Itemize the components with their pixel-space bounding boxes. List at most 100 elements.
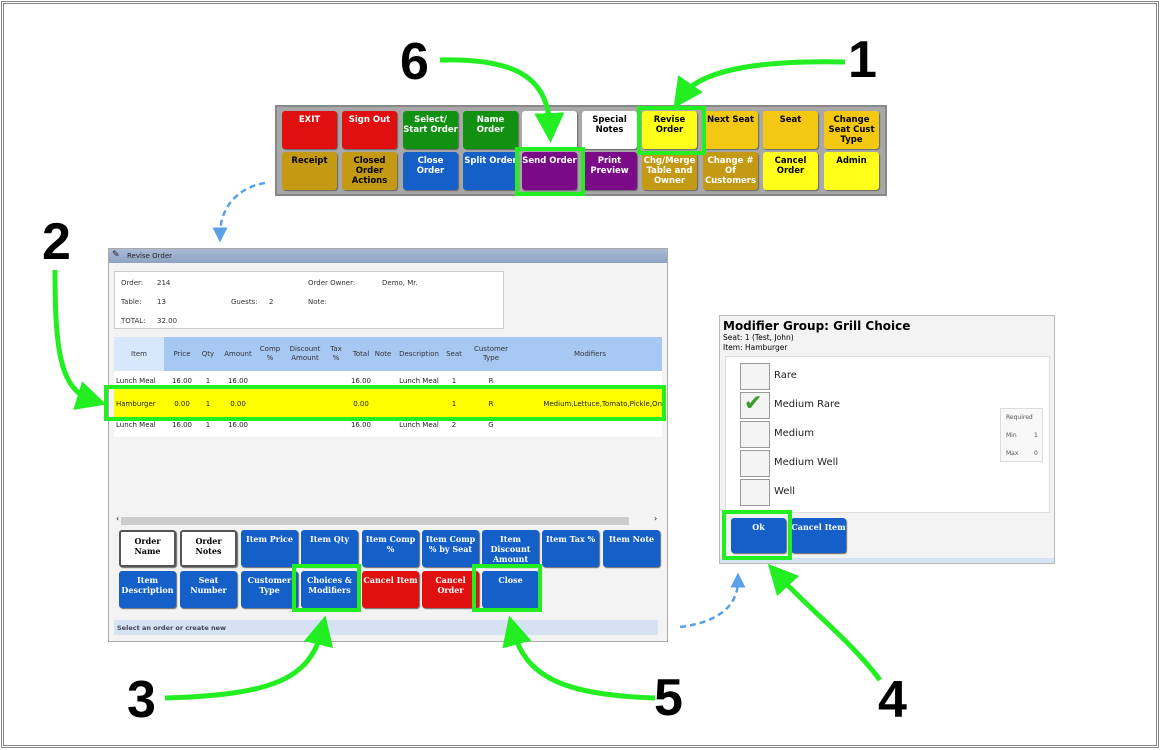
cell-price: 16.00 [171, 377, 193, 385]
toolbar-button-seat[interactable]: Seat [763, 111, 818, 149]
modifier-dialog: Modifier Group: Grill Choice Seat: 1 (Te… [719, 315, 1055, 564]
column-header-total[interactable]: Total [352, 350, 370, 358]
option-label: Well [774, 486, 796, 497]
toolbar-button-admin[interactable]: Admin [824, 152, 879, 190]
checkmark-icon: ✔ [744, 391, 763, 416]
toolbar-button-chg-merge-table-and-owner[interactable]: Chg/Merge Table and Owner [642, 152, 697, 190]
item-tax-button[interactable]: Item Tax % [542, 530, 599, 567]
toolbar-button-receipt[interactable]: Receipt [282, 152, 337, 190]
modifier-seat: Seat: 1 (Test, John) [723, 333, 794, 342]
highlight-close [472, 564, 542, 612]
highlight-choices-modifiers [292, 564, 361, 612]
toolbar-button-send-order[interactable]: Send Order [522, 152, 577, 190]
toolbar-button-select-start-order[interactable]: Select/ Start Order [403, 111, 458, 149]
item-note-button[interactable]: Item Note [603, 530, 660, 567]
column-header-description[interactable]: Description [399, 350, 439, 358]
cell-customer-type: R [488, 400, 494, 408]
total-value: 32.00 [157, 317, 178, 325]
column-header-amount[interactable]: Amount [224, 350, 252, 358]
toolbar-button-change-of-customers[interactable]: Change # Of Customers [703, 152, 758, 190]
min-label: Min [1006, 432, 1017, 439]
callout-6: 6 [400, 33, 429, 91]
max-value: 0 [1034, 450, 1038, 457]
toolbar-button-split-order[interactable]: Split Order [463, 152, 518, 190]
column-header-seat[interactable]: Seat [446, 350, 462, 358]
option-checkbox-medium-rare[interactable]: ✔ [740, 391, 770, 419]
item-description-button[interactable]: Item Description [119, 571, 176, 608]
min-value: 1 [1034, 432, 1038, 439]
order-name-button[interactable]: Order Name [119, 530, 176, 567]
choices-modifiers-button[interactable]: Choices & Modifiers [301, 571, 358, 608]
option-checkbox-medium-well[interactable] [740, 450, 770, 477]
column-header-comp[interactable]: Comp % [259, 345, 281, 362]
toolbar-button-next-seat[interactable]: Next Seat [703, 111, 758, 149]
option-checkbox-well[interactable] [740, 479, 770, 506]
customer-type-button[interactable]: Customer Type [241, 571, 298, 608]
toolbar-button-close-order[interactable]: Close Order [403, 152, 458, 190]
cell-qty: 1 [205, 377, 211, 385]
option-label: Medium [774, 428, 814, 439]
toolbar-button-name-order[interactable]: Name Order [463, 111, 518, 149]
scroll-right-icon[interactable]: › [654, 514, 658, 523]
horizontal-scrollbar[interactable] [121, 517, 629, 525]
item-price-button[interactable]: Item Price [241, 530, 298, 567]
toolbar-button-print-preview[interactable]: Print Preview [582, 152, 637, 190]
toolbar-button-sign-out[interactable]: Sign Out [342, 111, 397, 149]
item-qty-button[interactable]: Item Qty [301, 530, 358, 567]
total-label: TOTAL: [121, 317, 146, 325]
column-header-qty[interactable]: Qty [201, 350, 215, 358]
item-comp-by-seat-button[interactable]: Item Comp % by Seat [422, 530, 479, 567]
option-checkbox-rare[interactable] [740, 363, 770, 390]
order-label: Order: [121, 279, 144, 287]
modifier-title: Modifier Group: Grill Choice [723, 319, 911, 333]
order-number: 214 [157, 279, 171, 287]
column-header-price[interactable]: Price [173, 350, 191, 358]
highlight-ok [722, 510, 792, 560]
cell-seat: 1 [451, 400, 457, 408]
cell-qty: 1 [205, 421, 211, 429]
seat-number-button[interactable]: Seat Number [180, 571, 237, 608]
callout-4: 4 [878, 671, 907, 729]
order-notes-button[interactable]: Order Notes [180, 530, 237, 567]
cancel-order-button[interactable]: Cancel Order [422, 571, 479, 608]
required-label: Required [1006, 414, 1033, 421]
toolbar-button-blank[interactable] [522, 111, 577, 149]
column-header-tax[interactable]: Tax % [330, 345, 342, 362]
cancel-item-button[interactable]: Cancel Item [791, 518, 846, 553]
modifier-item: Item: Hamburger [723, 343, 788, 352]
table-label: Table: [121, 298, 142, 306]
column-header-modifiers[interactable]: Modifiers [574, 350, 606, 358]
toolbar-button-revise-order[interactable]: Revise Order [642, 111, 697, 149]
cell-item: Lunch Meal [116, 421, 156, 429]
window-icon: ✎ [112, 250, 120, 260]
scroll-left-icon[interactable]: ‹ [116, 514, 120, 523]
column-header-customer-type[interactable]: Customer Type [473, 345, 508, 362]
column-header-discount-amount[interactable]: Discount Amount [289, 345, 321, 362]
toolbar-button-special-notes[interactable]: Special Notes [582, 111, 637, 149]
toolbar-button-change-seat-cust-type[interactable]: Change Seat Cust Type [824, 111, 879, 149]
close-button[interactable]: Close [482, 571, 539, 608]
cell-total: 16.00 [350, 377, 372, 385]
order-owner: Demo, Mr. [382, 279, 418, 287]
ok-button[interactable]: Ok [731, 518, 786, 553]
toolbar-button-closed-order-actions[interactable]: Closed Order Actions [342, 152, 397, 190]
cell-total: 0.00 [353, 400, 369, 408]
toolbar-button-exit[interactable]: EXIT [282, 111, 337, 149]
highlight-revise-order [637, 106, 706, 155]
item-comp-button[interactable]: Item Comp % [362, 530, 419, 567]
cell-seat: 2 [451, 421, 457, 429]
callout-1: 1 [848, 31, 877, 89]
cell-total: 16.00 [350, 421, 372, 429]
revise-order-window: ✎ Revise Order Order: 214 Order Owner: D… [108, 248, 668, 642]
column-header-item[interactable]: Item [114, 337, 164, 371]
column-header-note[interactable]: Note [374, 350, 392, 358]
item-discount-amount-button[interactable]: Item Discount Amount [482, 530, 539, 567]
option-checkbox-medium[interactable] [740, 421, 770, 448]
owner-label: Order Owner: [308, 279, 356, 287]
toolbar-button-cancel-order[interactable]: Cancel Order [763, 152, 818, 190]
cancel-item-button[interactable]: Cancel Item [362, 571, 419, 608]
